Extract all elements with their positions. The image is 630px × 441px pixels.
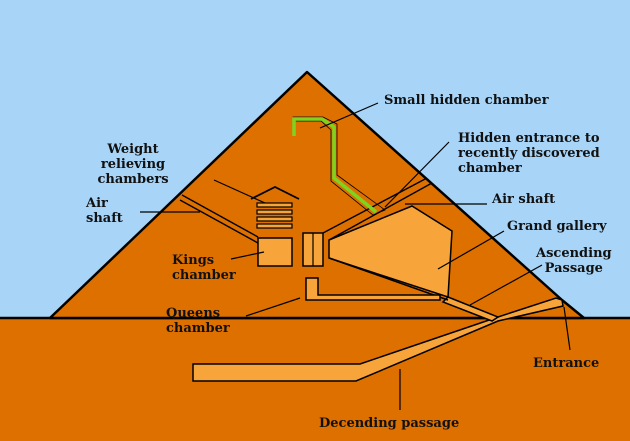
label-air-shaft-left-line-2: shaft [86,211,123,226]
label-queens-line-2: chamber [166,321,230,336]
label-kings-line-2: chamber [172,268,236,283]
queens-passage [305,277,441,301]
label-kings-chamber: Kings chamber [172,253,236,283]
label-decending-passage: Decending passage [319,416,460,431]
label-hidden-entrance-line-2: recently discovered [458,146,600,161]
leader-ascending [469,264,543,306]
relieving-roof [250,185,300,200]
label-grand-gallery: Grand gallery [507,219,607,234]
label-ascending-passage: Ascending Passage [536,246,612,276]
label-entrance: Entrance [533,356,600,371]
leader-weight [213,179,266,204]
leader-small-hidden-chamber [319,102,379,129]
label-air-shaft-left-line-1: Air [86,196,108,211]
relieving-chamber-4 [256,223,293,229]
label-ascending-line-1: Ascending [536,246,612,261]
leader-hidden-entrance [384,141,450,208]
ascending-passage [441,296,500,322]
label-air-shaft-right: Air shaft [492,192,556,207]
leader-grand-gallery [437,230,505,270]
label-queens-chamber: Queens chamber [166,306,230,336]
relieving-chamber-2 [256,209,293,215]
label-weight-relieving-chambers: Weight relieving chambers [93,142,173,187]
label-hidden-entrance: Hidden entrance to recently discovered c… [458,131,600,176]
relieving-chamber-3 [256,216,293,222]
air-shaft-right-b [322,177,428,234]
label-weight-line-2: relieving [100,157,166,172]
leader-queens [245,297,301,317]
label-weight-line-1: Weight [107,142,159,157]
label-kings-line-1: Kings [172,253,215,268]
grand-gallery [328,205,453,299]
leader-entrance [563,306,571,351]
leader-kings [230,251,265,260]
descending-passage [192,297,564,382]
grand-gallery-inner-line [328,257,449,301]
label-weight-line-3: chambers [97,172,169,187]
air-shaft-left-b [181,194,259,238]
label-hidden-entrance-line-3: chamber [458,161,522,176]
hidden-chamber-path-outline [292,116,386,216]
air-shaft-left-a [179,199,259,244]
relieving-chamber-1 [256,202,293,208]
label-ascending-line-2: Passage [544,261,603,276]
label-small-hidden-chamber: Small hidden chamber [384,93,549,108]
label-queens-line-1: Queens [166,306,221,321]
label-hidden-entrance-line-1: Hidden entrance to [458,131,600,146]
label-air-shaft-left: Air shaft [86,196,123,226]
hidden-chamber-path [292,117,378,214]
